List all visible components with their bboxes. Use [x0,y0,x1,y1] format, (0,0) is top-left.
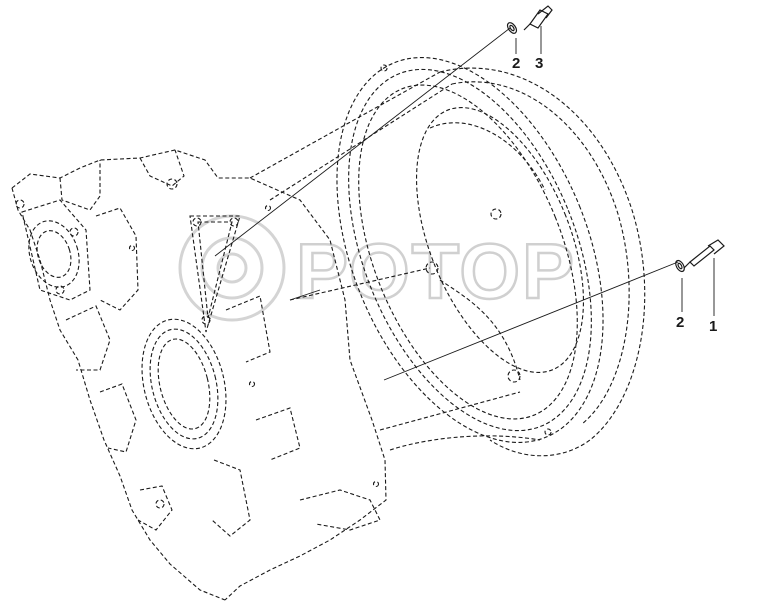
bolt-lower [683,239,725,269]
callout-labels: 2 3 2 1 [512,55,717,335]
watermark: РОТОР [178,214,576,322]
callout-number-3: 3 [535,55,543,72]
flywheel-housing [11,57,646,601]
upper-fastener-group [214,5,553,257]
callout-number-2-upper: 2 [512,55,520,72]
washer-upper [506,22,518,34]
callout-number-2-lower: 2 [676,314,684,331]
washer-lower [675,259,685,273]
callout-number-1: 1 [709,318,717,335]
lower-fastener-group [289,239,725,381]
bolt-upper [523,5,553,31]
watermark-text: РОТОР [296,227,576,315]
